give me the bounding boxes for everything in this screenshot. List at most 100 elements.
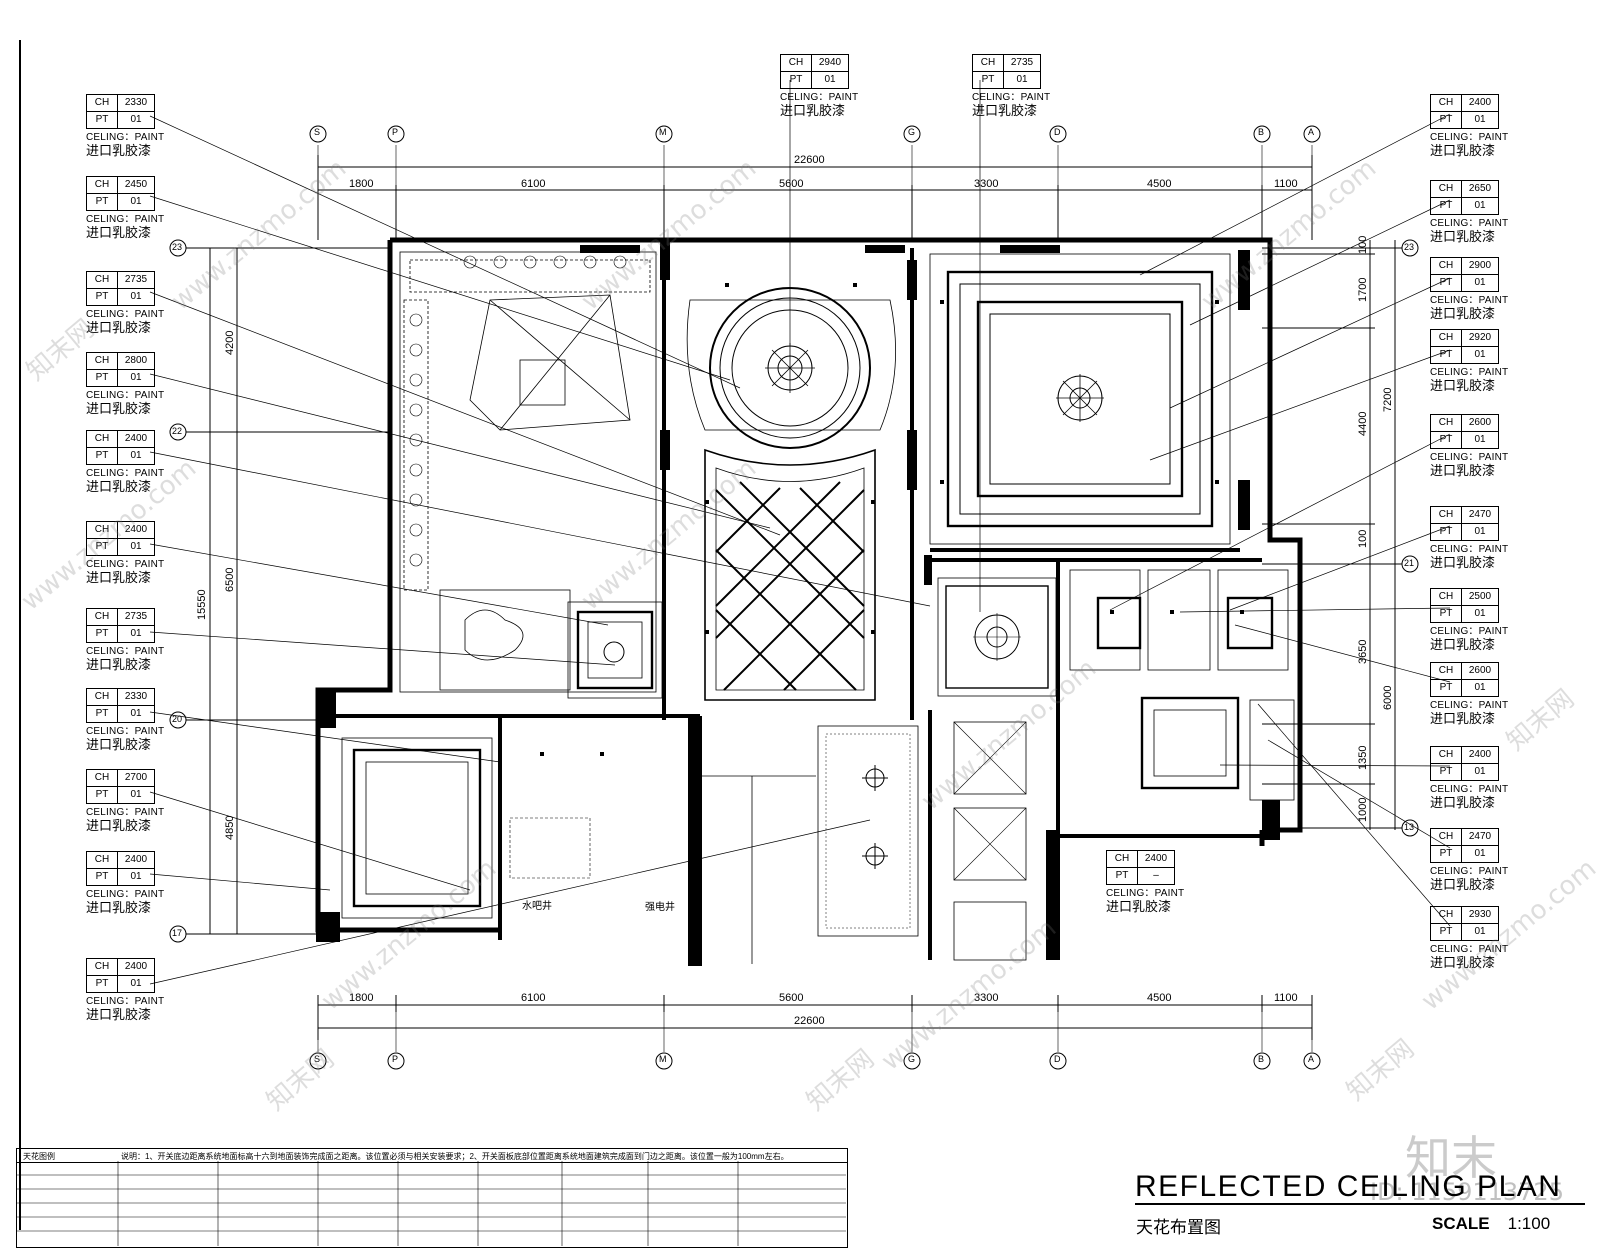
ch-value: 2650 [1461, 180, 1499, 198]
dim-right-seg: 4400 [1357, 411, 1369, 436]
pt-value: 01 [117, 447, 155, 465]
ch-label: CH [86, 430, 118, 448]
dim-top-seg: 3300 [974, 178, 999, 190]
ch-label: CH [86, 352, 118, 370]
pt-label: PT [86, 447, 118, 465]
grid-label: P [392, 1054, 399, 1064]
pt-value: 01 [117, 369, 155, 387]
ceiling-material-cn: 进口乳胶漆 [86, 657, 152, 672]
room-label-water: 水吧井 [522, 901, 552, 912]
bedroom-ceiling [929, 253, 1231, 545]
ceiling-material: CELING：PAINT [1430, 700, 1509, 711]
ceiling-material-cn: 进口乳胶漆 [1430, 306, 1496, 321]
ceiling-material-cn: 进口乳胶漆 [86, 737, 152, 752]
pt-label: PT [86, 193, 118, 211]
pt-value: 01 [811, 71, 849, 89]
ceiling-material-cn: 进口乳胶漆 [1430, 463, 1496, 478]
dim-right-seg: 100 [1357, 529, 1369, 548]
pt-label: PT [86, 111, 118, 129]
pt-label: PT [1430, 923, 1462, 941]
grid-label: P [392, 127, 399, 137]
ch-label: CH [1430, 94, 1462, 112]
ceiling-material: CELING：PAINT [1430, 866, 1509, 877]
grid-label: B [1258, 1054, 1265, 1064]
wall-fills [316, 240, 1280, 966]
grid-label: A [1308, 127, 1315, 137]
dim-bottom-seg: 3300 [974, 992, 999, 1004]
grid-label: S [314, 127, 321, 137]
scale-value: 1:100 [1507, 1214, 1551, 1233]
ceiling-material: CELING：PAINT [1430, 218, 1509, 229]
grid-label: G [908, 1054, 916, 1064]
pt-label: PT [86, 975, 118, 993]
ceiling-material: CELING：PAINT [86, 646, 165, 657]
ceiling-material-cn: 进口乳胶漆 [1430, 795, 1496, 810]
grid-label: 22 [172, 426, 183, 436]
ch-value: 2400 [1461, 94, 1499, 112]
pt-value: 01 [1461, 845, 1499, 863]
ch-label: CH [780, 54, 812, 72]
grid-label: 23 [1404, 242, 1415, 252]
pt-label: PT [1430, 346, 1462, 364]
leader-lines [149, 80, 1451, 985]
ch-label: CH [1106, 850, 1138, 868]
plant-circles [409, 255, 627, 567]
exterior-walls [315, 237, 1303, 933]
ceiling-material-cn: 进口乳胶漆 [86, 143, 152, 158]
ch-value: 2330 [117, 688, 155, 706]
downlight-marks [540, 283, 1244, 756]
dim-right-seg: 100 [1357, 235, 1369, 254]
pt-value: 01 [1461, 274, 1499, 292]
ceiling-material-cn: 进口乳胶漆 [86, 225, 152, 240]
ch-label: CH [1430, 414, 1462, 432]
pt-value: 01 [117, 111, 155, 129]
pt-value: 01 [117, 786, 155, 804]
pt-label: PT [86, 786, 118, 804]
pt-label: PT [1430, 845, 1462, 863]
ch-value: 2700 [117, 769, 155, 787]
ceiling-material-cn: 进口乳胶漆 [86, 401, 152, 416]
small-ceilings [341, 569, 1295, 964]
ch-label: CH [1430, 828, 1462, 846]
pt-value: 01 [1461, 431, 1499, 449]
ceiling-material-cn: 进口乳胶漆 [1430, 955, 1496, 970]
grid-label: G [908, 127, 916, 137]
ch-label: CH [1430, 506, 1462, 524]
dim-top-seg: 6100 [521, 178, 546, 190]
pt-label: PT [1430, 274, 1462, 292]
ch-label: CH [86, 94, 118, 112]
dim-top-seg: 4500 [1147, 178, 1172, 190]
grid-bubbles-top [309, 125, 1321, 143]
lounge-area [399, 251, 657, 693]
dim-bottom-seg: 1800 [349, 992, 374, 1004]
grid-label: D [1054, 1054, 1061, 1064]
ceiling-material: CELING：PAINT [1430, 544, 1509, 555]
dim-top-seg: 5600 [779, 178, 804, 190]
dim-left-seg: 6500 [224, 567, 236, 592]
dim-right-total: 6000 [1382, 685, 1394, 710]
room-label-shaft: 强电井 [645, 902, 675, 913]
dim-bottom-seg: 4500 [1147, 992, 1172, 1004]
ch-value: 2900 [1461, 257, 1499, 275]
ch-value: 2920 [1461, 329, 1499, 347]
drawing-title: REFLECTED CEILING PLAN [1135, 1170, 1562, 1203]
